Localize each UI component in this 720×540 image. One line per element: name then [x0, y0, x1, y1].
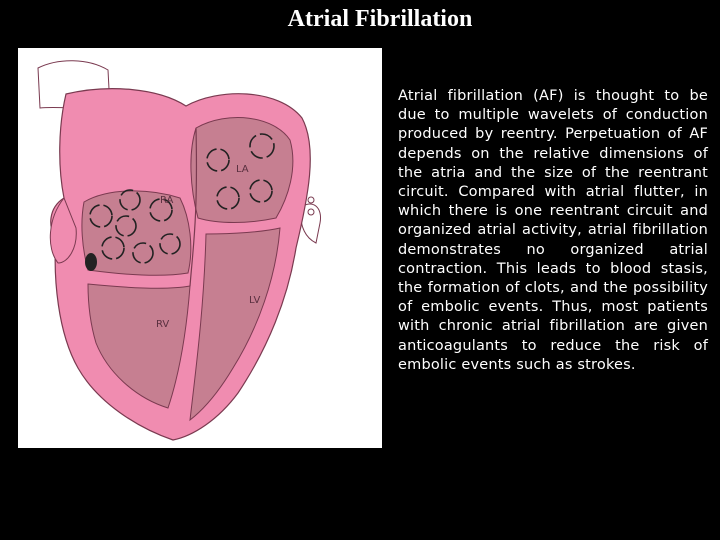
wavelet: [119, 189, 141, 211]
heart-cross-section: RA LA RV LV: [37, 60, 322, 441]
label-la: LA: [236, 164, 249, 175]
wavelet: [149, 198, 173, 222]
wavelet: [101, 236, 125, 260]
wavelet: [132, 242, 154, 264]
left-ventricle-cavity: [189, 227, 281, 422]
label-ra: RA: [160, 195, 174, 206]
sinus-node: [85, 253, 97, 271]
wavelet: [249, 133, 275, 159]
septum: [189, 127, 198, 287]
reentrant-wavelets: [89, 133, 275, 264]
wavelet: [89, 204, 113, 228]
wavelet: [159, 233, 181, 255]
wavelet: [115, 215, 137, 237]
page-title: Atrial Fibrillation: [287, 6, 473, 32]
wavelet: [206, 148, 230, 172]
vessel-opening: [307, 196, 315, 204]
label-lv: LV: [249, 295, 260, 306]
right-ventricle-cavity: [87, 283, 191, 409]
description-text: Atrial fibrillation (AF) is thought to b…: [398, 88, 708, 373]
right-atrium-cavity: [81, 190, 192, 276]
appendage-left: [49, 197, 77, 264]
wavelet: [249, 179, 273, 203]
label-rv: RV: [156, 319, 169, 330]
vessel-opening: [307, 208, 315, 216]
heart-diagram: RA LA RV LV: [18, 48, 382, 448]
wavelet: [216, 186, 240, 210]
